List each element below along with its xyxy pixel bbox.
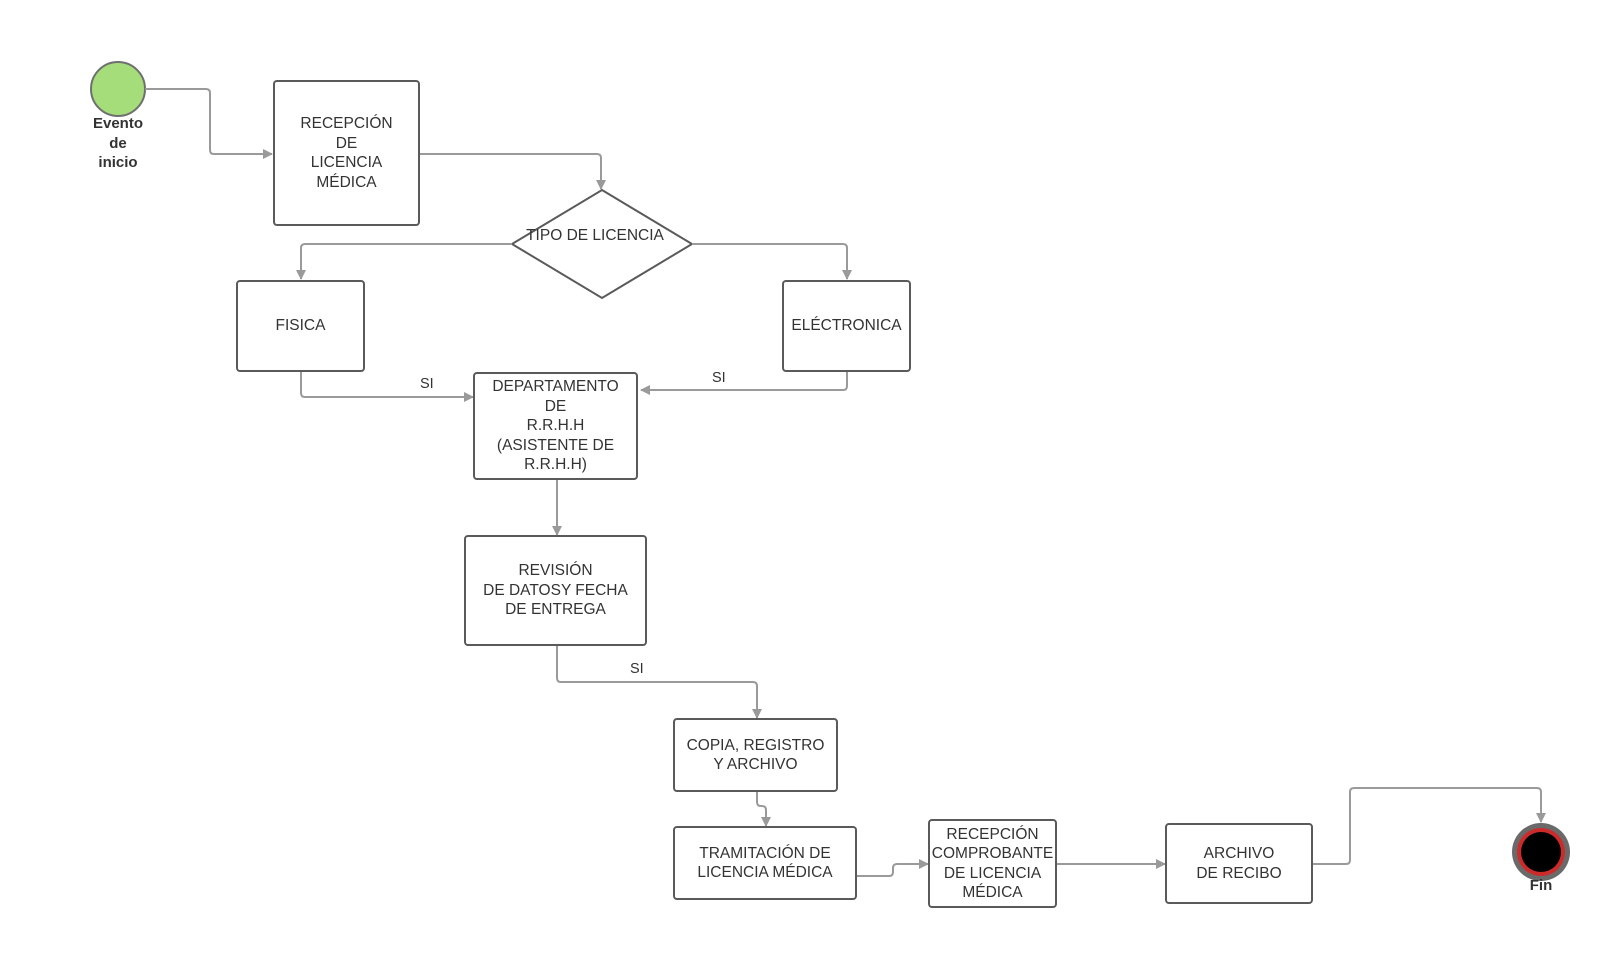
node-fisica: FISICA xyxy=(236,280,365,372)
edge-label-revision-si: SI xyxy=(630,661,644,677)
start-event-label: Evento de inicio xyxy=(92,115,143,171)
start-event-circle xyxy=(90,61,146,117)
edge-recepcion-to-decision xyxy=(420,153,606,190)
edge-decision-to-electronica xyxy=(692,243,852,280)
end-event-icon xyxy=(1512,823,1570,881)
node-revision-datos: REVISIÓN DE DATOSY FECHA DE ENTREGA xyxy=(464,535,647,646)
edge-decision-to-fisica xyxy=(296,243,512,280)
node-departamento-rrhh: DEPARTAMENTO DE R.R.H.H (ASISTENTE DE R.… xyxy=(473,372,638,480)
node-recepcion-comprobante: RECEPCIÓN COMPROBANTE DE LICENCIA MÉDICA xyxy=(928,819,1057,908)
edge-archivo-to-end xyxy=(1313,787,1546,865)
edge-copia-to-tramitacion xyxy=(756,792,771,827)
decision-diamond xyxy=(510,188,694,300)
node-tramitacion: TRAMITACIÓN DE LICENCIA MÉDICA xyxy=(673,826,857,900)
node-archivo-recibo: ARCHIVO DE RECIBO xyxy=(1165,823,1313,904)
node-copia-registro: COPIA, REGISTRO Y ARCHIVO xyxy=(673,718,838,792)
node-electronica: ELÉCTRONICA xyxy=(782,280,911,372)
node-recepcion-licencia: RECEPCIÓN DE LICENCIA MÉDICA xyxy=(273,80,420,226)
edge-tramitacion-to-comprobante xyxy=(857,859,929,877)
edge-start-to-recepcion xyxy=(145,88,273,159)
edge-revision-to-copia xyxy=(556,646,762,719)
edge-label-electronica-si: SI xyxy=(712,370,726,386)
end-event-label: Fin xyxy=(1529,877,1553,894)
edge-label-fisica-si: SI xyxy=(420,376,434,392)
decision-label: TIPO DE LICENCIA xyxy=(526,227,664,244)
edge-fisica-to-depto xyxy=(300,372,474,402)
edge-electronica-to-depto xyxy=(640,372,848,395)
